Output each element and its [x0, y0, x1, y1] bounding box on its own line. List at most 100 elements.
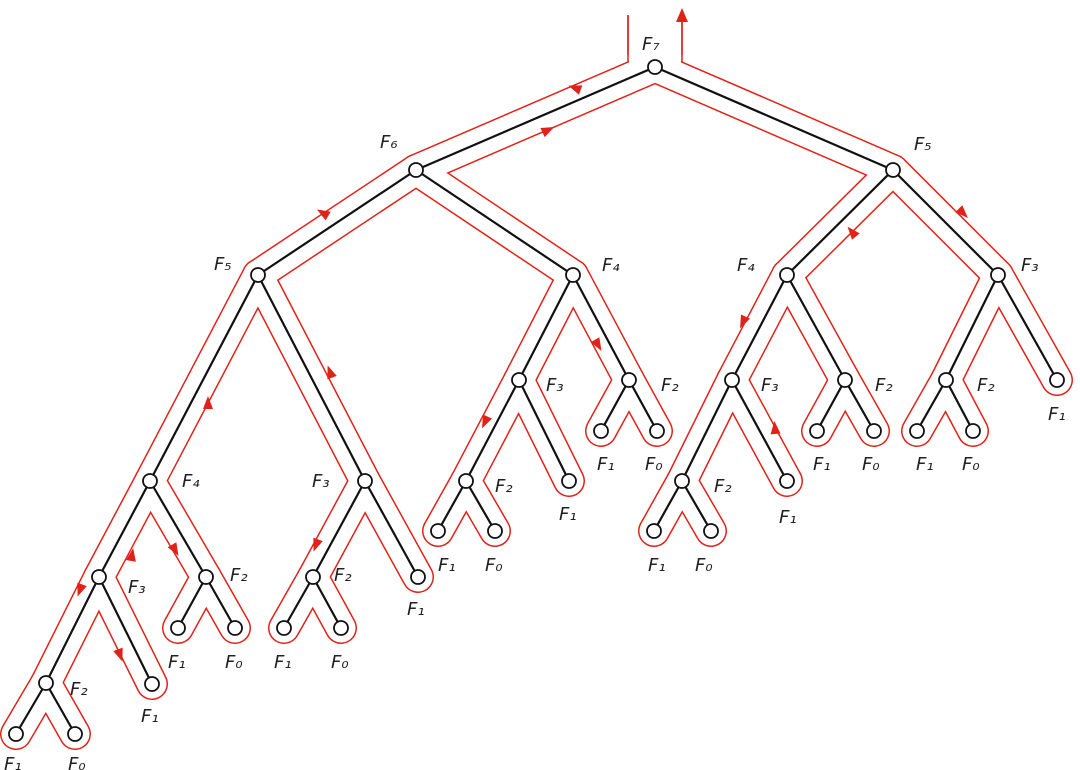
tree-node — [938, 372, 954, 388]
tree-node — [593, 423, 609, 439]
node-label: F₂ — [977, 375, 995, 396]
arrow-icon — [482, 414, 493, 429]
node-label: F₁ — [597, 454, 615, 475]
node-label: F₀ — [645, 454, 663, 475]
node-label: F₁ — [274, 652, 292, 673]
tree-edge — [98, 480, 151, 578]
node-label: F₀ — [68, 754, 86, 770]
tree-node — [511, 372, 527, 388]
tree-node — [144, 676, 160, 692]
node-label: F₀ — [485, 555, 503, 576]
node-label: F₁ — [141, 706, 159, 727]
tree-node — [198, 569, 214, 585]
tree-node — [885, 162, 901, 178]
node-label: F₀ — [962, 454, 980, 475]
tree-edge — [916, 379, 947, 432]
tree-node — [8, 726, 24, 742]
node-label: F₀ — [862, 454, 880, 475]
tree-edge — [312, 576, 342, 629]
tree-edge — [892, 169, 999, 276]
tree-node — [38, 675, 54, 691]
node-label: F₂ — [495, 476, 513, 497]
tree-edges — [15, 65, 1058, 735]
node-label: F₂ — [230, 565, 248, 586]
tree-node — [965, 423, 981, 439]
tree-node — [621, 372, 637, 388]
node-label: F₀ — [225, 652, 243, 673]
node-label: F₀ — [695, 555, 713, 576]
tree-edge — [600, 379, 630, 432]
tree-node — [67, 726, 83, 742]
arrow-icon — [113, 647, 123, 662]
node-label: F₃ — [128, 577, 146, 598]
node-label: F₀ — [331, 652, 349, 673]
tree-node — [649, 423, 665, 439]
tree-node — [724, 372, 740, 388]
tree-nodes — [8, 59, 1065, 742]
node-label: F₄ — [737, 255, 755, 276]
node-label: F₅ — [914, 134, 932, 155]
arrow-icon — [770, 421, 781, 435]
arrow-icon — [847, 226, 860, 240]
tree-edge — [257, 169, 417, 276]
arrow-icon — [203, 396, 213, 409]
tree-edge — [518, 379, 570, 482]
node-label: F₄ — [602, 255, 620, 276]
node-label: F₁ — [779, 507, 797, 528]
tree-edge — [628, 379, 658, 432]
tree-node — [170, 620, 186, 636]
node-label: F₁ — [4, 754, 22, 770]
tree-node — [142, 473, 158, 489]
node-label: F₁ — [916, 454, 934, 475]
node-label: F₂ — [70, 679, 88, 700]
tree-edge — [312, 480, 366, 578]
tree-edge — [205, 576, 236, 629]
tree-edge — [149, 274, 259, 482]
tree-node — [837, 372, 853, 388]
tree-edge — [15, 682, 47, 735]
tree-node — [561, 473, 577, 489]
node-label: F₁ — [648, 555, 666, 576]
tree-node — [458, 473, 474, 489]
tree-edge — [257, 274, 366, 482]
tree-node — [565, 267, 581, 283]
arrow-icon — [313, 537, 323, 552]
node-label: F₁ — [559, 504, 577, 525]
tree-edge — [415, 169, 574, 276]
node-label: F₇ — [642, 34, 660, 55]
node-label: F₂ — [714, 476, 732, 497]
node-label: F₁ — [407, 599, 425, 620]
tree-edge — [945, 379, 974, 432]
tree-edge — [437, 480, 467, 532]
tree-node — [646, 523, 662, 539]
tree-node — [305, 569, 321, 585]
node-label: F₅ — [214, 254, 232, 275]
tree-edge — [98, 576, 153, 685]
tree-edge — [731, 274, 788, 381]
tree-node — [990, 267, 1006, 283]
node-label: F₁ — [1048, 404, 1066, 425]
tree-node — [91, 569, 107, 585]
tree-node — [250, 267, 266, 283]
node-label: F₄ — [182, 471, 200, 492]
arrow-icon — [740, 314, 751, 329]
tree-edge — [997, 274, 1058, 381]
arrow-icon — [316, 209, 331, 221]
tree-node — [909, 423, 925, 439]
tree-edge — [415, 65, 656, 172]
node-label: F₃ — [1021, 255, 1039, 276]
tree-node — [357, 473, 373, 489]
tree-edge — [844, 379, 875, 432]
tree-edge — [654, 65, 894, 172]
arrow-icon — [955, 205, 968, 218]
tree-edge — [149, 480, 207, 578]
tree-edge — [816, 379, 846, 432]
tree-edge — [364, 480, 419, 578]
tree-node — [1049, 372, 1065, 388]
node-label: F₁ — [813, 454, 831, 475]
tree-edge — [465, 379, 520, 482]
arrow-icon — [327, 365, 337, 380]
tree-node — [779, 267, 795, 283]
